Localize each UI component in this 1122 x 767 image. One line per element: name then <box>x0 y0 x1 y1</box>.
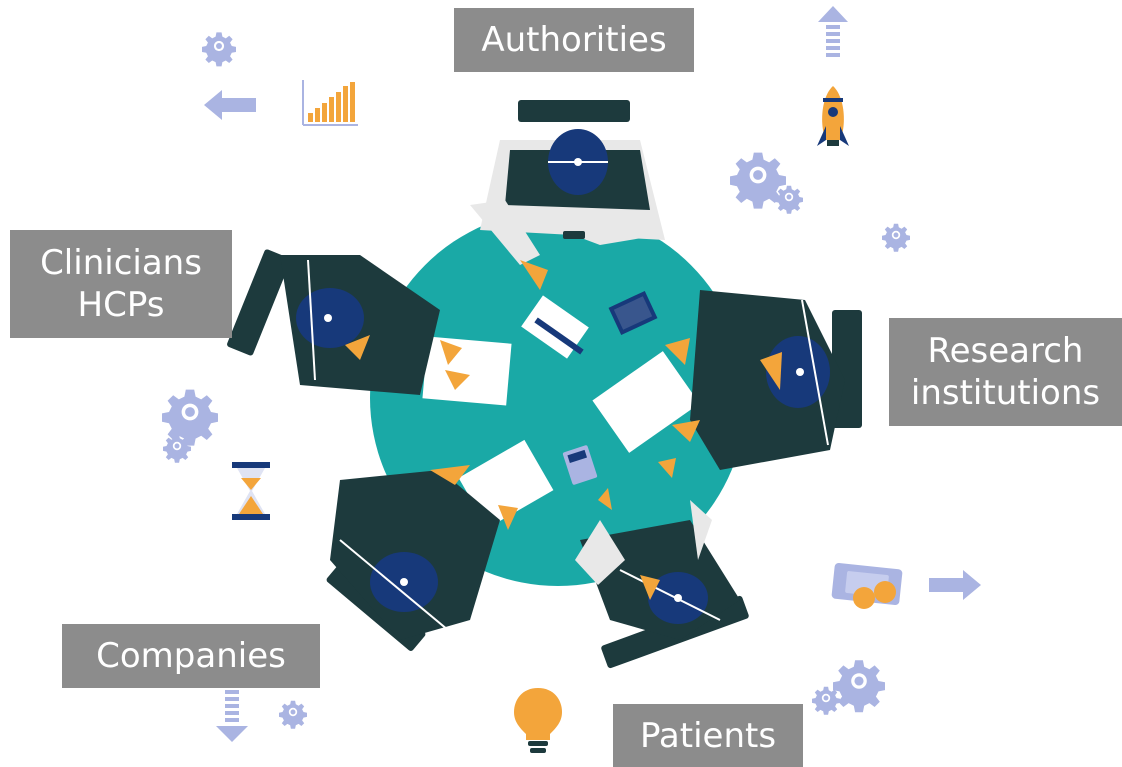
label-patients: Patients <box>613 704 803 767</box>
person-left <box>227 249 470 395</box>
person-right <box>665 290 862 470</box>
arrow-down-icon <box>216 690 248 742</box>
label-clinicians-line2: HCPs <box>77 285 165 325</box>
label-clinicians-hcps: Clinicians HCPs <box>10 230 232 338</box>
gear-icon <box>202 32 236 67</box>
bar-chart-icon <box>302 80 358 126</box>
arrow-up-icon <box>818 6 848 57</box>
arrow-right-icon <box>929 570 981 600</box>
gear-icon <box>775 185 803 214</box>
label-patients-text: Patients <box>639 715 777 756</box>
label-research-line1: Research <box>927 331 1084 371</box>
arrow-left-icon <box>204 90 256 120</box>
gear-icon <box>162 389 218 446</box>
lightbulb-icon <box>514 688 562 753</box>
gear-icon <box>279 700 307 729</box>
person-top <box>470 100 665 290</box>
hourglass-icon <box>232 462 270 520</box>
gear-icon <box>833 660 885 713</box>
label-companies-text: Companies <box>96 636 286 676</box>
label-authorities: Authorities <box>454 8 694 72</box>
label-authorities-text: Authorities <box>481 20 667 60</box>
label-research-institutions: Research institutions <box>889 318 1122 426</box>
person-bottom-right <box>575 458 749 669</box>
label-clinicians-line1: Clinicians <box>40 243 202 283</box>
person-bottom-left <box>326 465 518 651</box>
money-icon <box>831 562 903 609</box>
label-research-line2: institutions <box>910 373 1101 413</box>
gear-icon <box>882 223 910 252</box>
label-companies: Companies <box>62 624 320 688</box>
rocket-icon <box>817 86 849 146</box>
gear-icon <box>812 686 840 715</box>
